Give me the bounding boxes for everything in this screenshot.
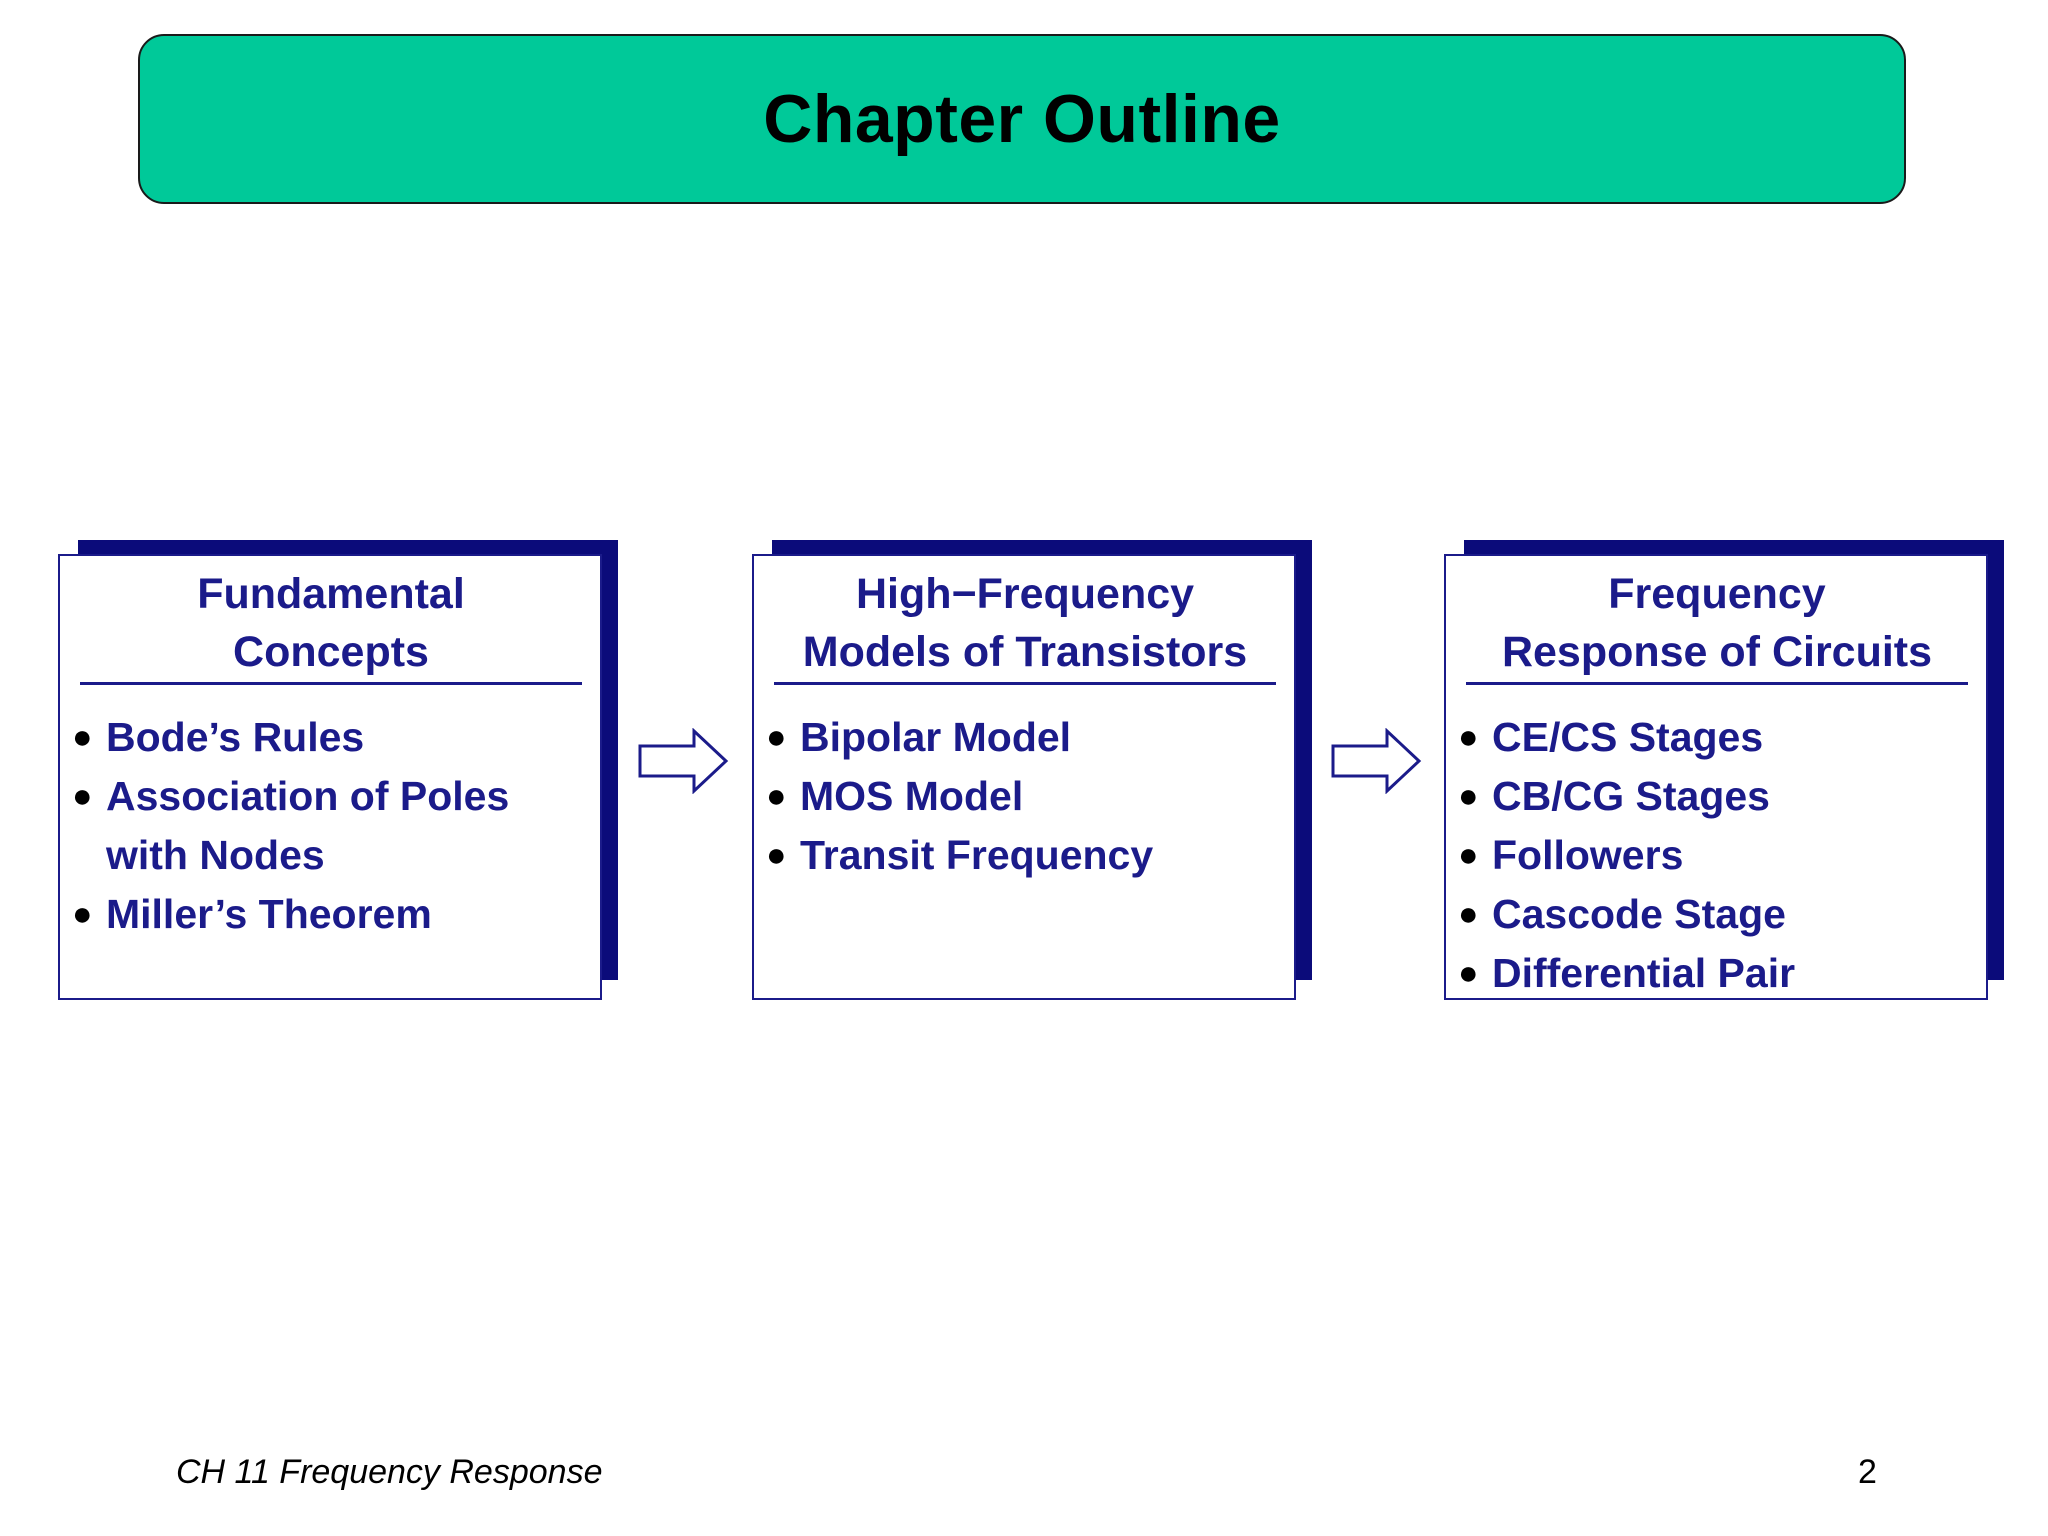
list-item-text: CE/CS Stages (1492, 714, 1764, 760)
list-item-text: Differential Pair (1492, 950, 1796, 996)
box-heading-line: Fundamental (197, 570, 465, 618)
box-frame: Fundamental Concepts ● Bode’s Rules ● As… (58, 554, 602, 1000)
footer-page-number: 2 (1858, 1453, 1877, 1491)
topic-list: ● Bipolar Model ● MOS Model ● Transit Fr… (764, 708, 1286, 885)
box-heading-line: High−Frequency (855, 570, 1195, 618)
footer-chapter-label: CH 11 Frequency Response (176, 1453, 603, 1491)
bullet-icon: ● (1458, 718, 1479, 756)
bullet-icon: ● (72, 718, 93, 756)
box-heading: Frequency Response of Circuits (1466, 564, 1968, 685)
box-frame: High−Frequency Models of Transistors ● B… (752, 554, 1296, 1000)
topic-list: ● CE/CS Stages ● CB/CG Stages ● Follower… (1456, 708, 1978, 1003)
page-title: Chapter Outline (763, 81, 1281, 157)
list-item-text: CB/CG Stages (1492, 773, 1770, 819)
box-frame: Frequency Response of Circuits ● CE/CS S… (1444, 554, 1988, 1000)
list-item: ● Followers (1456, 826, 1978, 885)
list-item: ● MOS Model (764, 767, 1286, 826)
list-item-text: Bode’s Rules (106, 714, 365, 760)
right-arrow-icon (638, 728, 729, 794)
list-item: ● Bipolar Model (764, 708, 1286, 767)
list-item-text-continued: with Nodes (106, 832, 325, 878)
list-item: ● Transit Frequency (764, 826, 1286, 885)
list-item-text: Bipolar Model (800, 714, 1072, 760)
outline-box-circuit-response: Frequency Response of Circuits ● CE/CS S… (1444, 540, 2004, 1000)
list-item: ● Differential Pair (1456, 944, 1978, 1003)
list-item: ● Bode’s Rules (70, 708, 592, 767)
bullet-icon: ● (1458, 954, 1479, 992)
bullet-icon: ● (72, 895, 93, 933)
bullet-icon: ● (1458, 895, 1479, 933)
bullet-icon: ● (766, 718, 787, 756)
right-arrow-icon (1331, 728, 1422, 794)
list-item-text: Followers (1492, 832, 1684, 878)
list-item: ● Miller’s Theorem (70, 885, 592, 944)
box-heading: High−Frequency Models of Transistors (774, 564, 1276, 685)
bullet-icon: ● (766, 777, 787, 815)
bullet-icon: ● (72, 777, 93, 815)
list-item-text: Miller’s Theorem (106, 891, 432, 937)
list-item-text: Cascode Stage (1492, 891, 1786, 937)
box-heading: Fundamental Concepts (80, 564, 582, 685)
bullet-icon: ● (766, 836, 787, 874)
list-item-text: Transit Frequency (800, 832, 1154, 878)
list-item: ● Cascode Stage (1456, 885, 1978, 944)
list-item: ● Association of Poles with Nodes (70, 767, 592, 885)
box-heading-line: Response of Circuits (1501, 628, 1933, 676)
bullet-icon: ● (1458, 836, 1479, 874)
list-item-text: Association of Poles (106, 773, 510, 819)
list-item: ● CB/CG Stages (1456, 767, 1978, 826)
list-item-text: MOS Model (800, 773, 1024, 819)
box-heading-line: Models of Transistors (802, 628, 1248, 676)
box-heading-line: Concepts (233, 628, 429, 676)
bullet-icon: ● (1458, 777, 1479, 815)
box-heading-line: Frequency (1608, 570, 1826, 618)
title-banner: Chapter Outline (138, 34, 1906, 204)
list-item: ● CE/CS Stages (1456, 708, 1978, 767)
outline-box-fundamentals: Fundamental Concepts ● Bode’s Rules ● As… (58, 540, 618, 1000)
outline-box-transistor-models: High−Frequency Models of Transistors ● B… (752, 540, 1312, 1000)
topic-list: ● Bode’s Rules ● Association of Poles wi… (70, 708, 592, 944)
